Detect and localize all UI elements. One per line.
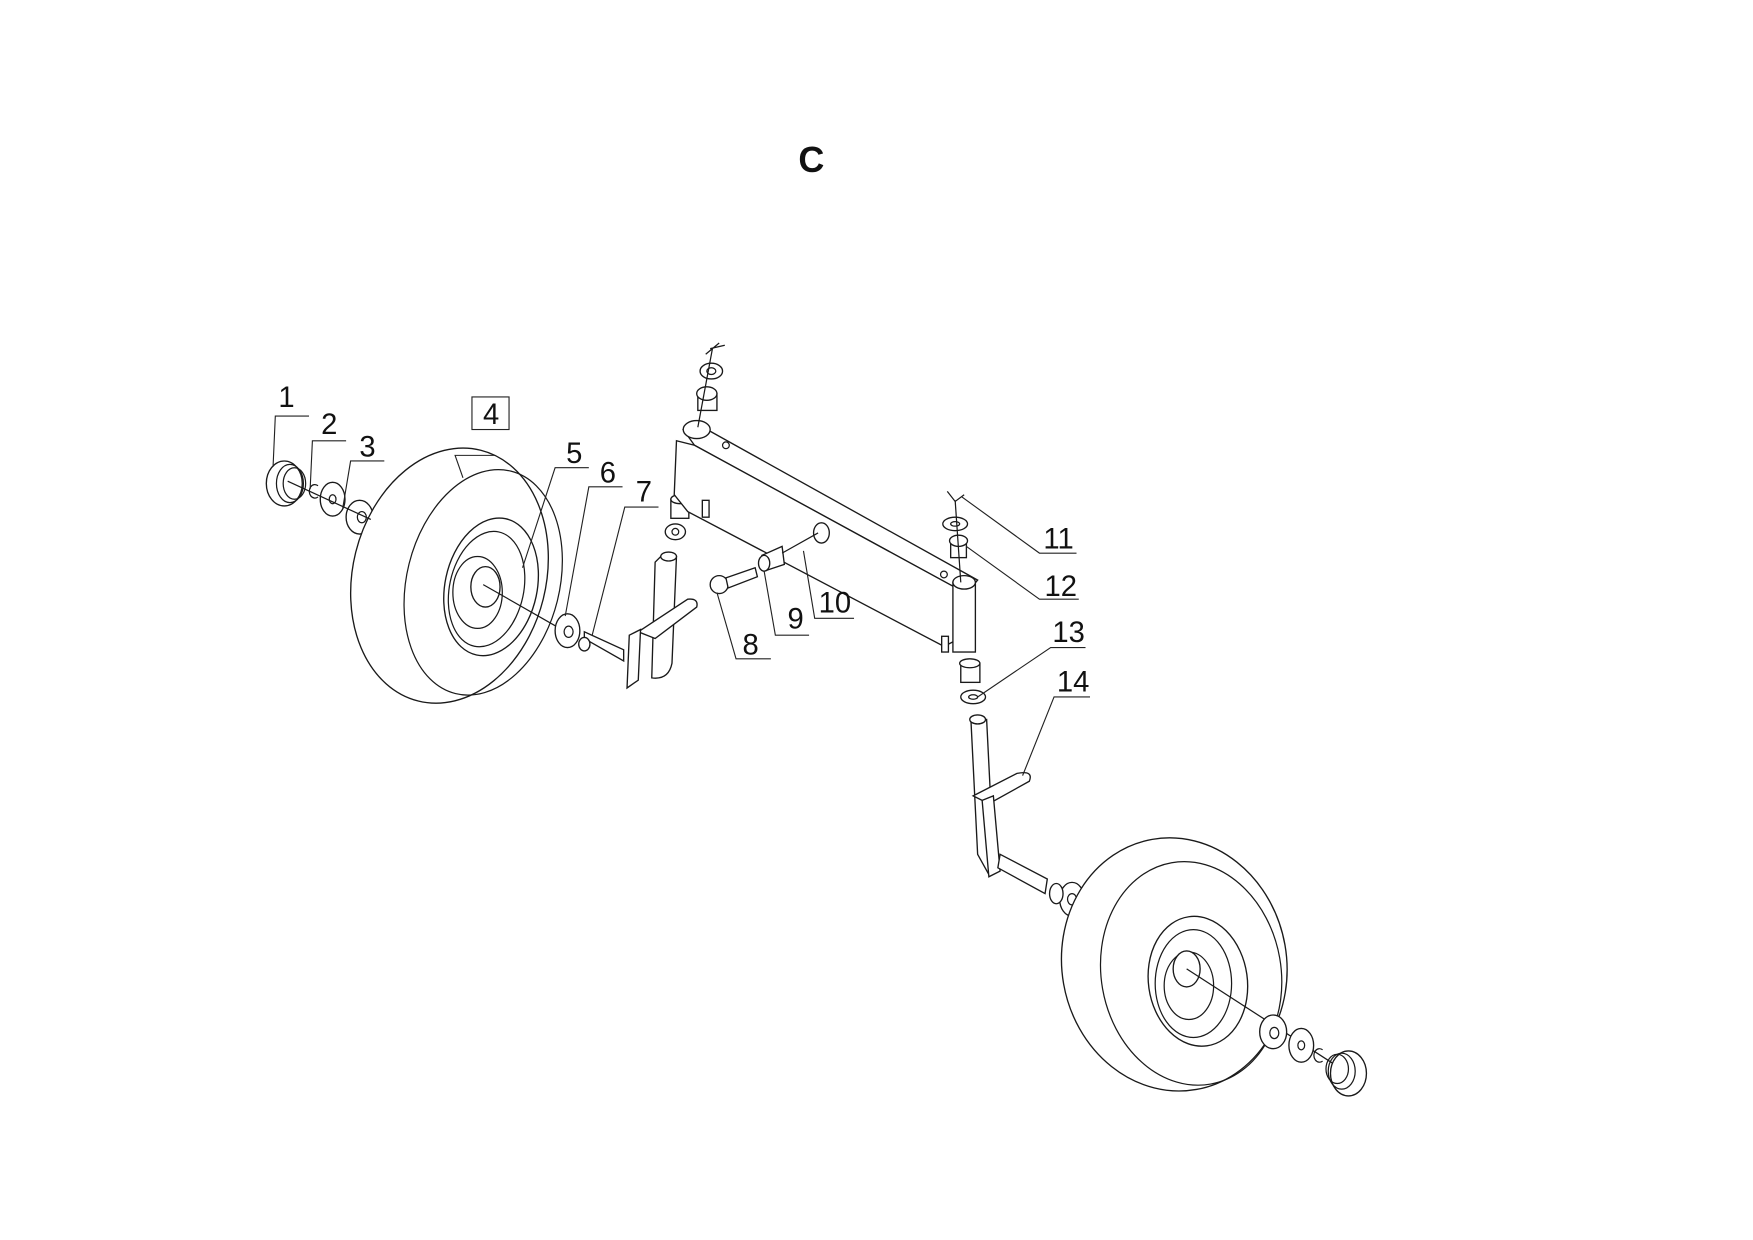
right-top-hardware bbox=[942, 490, 969, 583]
callout-8: 8 bbox=[716, 592, 771, 661]
beam-top-hardware bbox=[696, 342, 725, 428]
right-washer bbox=[1288, 1027, 1315, 1063]
callout-number: 10 bbox=[819, 588, 851, 620]
callout-4: 4 bbox=[454, 396, 510, 479]
callout-6: 6 bbox=[564, 457, 623, 617]
callout-number: 14 bbox=[1057, 666, 1089, 698]
callout-9: 9 bbox=[763, 571, 810, 636]
pivot-bolt bbox=[709, 566, 759, 595]
callout-number: 2 bbox=[321, 409, 337, 441]
callout-number: 4 bbox=[483, 399, 499, 431]
callout-11: 11 bbox=[961, 496, 1077, 556]
left-rim bbox=[443, 517, 540, 657]
right-clip bbox=[1313, 1048, 1323, 1063]
right-lower-bushing bbox=[958, 658, 987, 705]
callout-13: 13 bbox=[977, 617, 1086, 698]
right-spindle bbox=[969, 714, 1086, 917]
left-wheel-assembly bbox=[265, 447, 581, 704]
left-washer bbox=[319, 481, 346, 517]
callout-number: 5 bbox=[566, 438, 582, 470]
callout-5: 5 bbox=[521, 438, 589, 568]
callout-12: 12 bbox=[966, 545, 1079, 603]
callout-1: 1 bbox=[272, 382, 310, 467]
diagram-title: C bbox=[798, 139, 824, 180]
left-spindle bbox=[578, 494, 698, 690]
callout-number: 6 bbox=[600, 457, 616, 489]
pivot-ring bbox=[812, 522, 830, 544]
callout-2: 2 bbox=[309, 409, 347, 490]
callout-number: 3 bbox=[359, 431, 375, 463]
axle-beam bbox=[673, 419, 979, 653]
right-wheel-assembly bbox=[1060, 837, 1368, 1097]
callout-number: 7 bbox=[636, 476, 652, 508]
callout-number: 8 bbox=[743, 629, 759, 661]
callout-number: 11 bbox=[1043, 524, 1073, 556]
left-bushing-inner bbox=[554, 613, 581, 649]
callout-7: 7 bbox=[591, 476, 659, 636]
callout-number: 12 bbox=[1045, 571, 1077, 603]
callout-14: 14 bbox=[1022, 666, 1091, 776]
callout-number: 13 bbox=[1052, 617, 1084, 649]
right-bushing-outer bbox=[1259, 1014, 1288, 1050]
callout-number: 9 bbox=[787, 603, 803, 635]
callout-10: 10 bbox=[802, 550, 855, 620]
right-hub-cap bbox=[1325, 1050, 1368, 1097]
callout-3: 3 bbox=[342, 431, 385, 509]
right-rim bbox=[1147, 915, 1249, 1047]
callout-number: 1 bbox=[278, 382, 294, 414]
left-hub-cap bbox=[265, 460, 307, 507]
